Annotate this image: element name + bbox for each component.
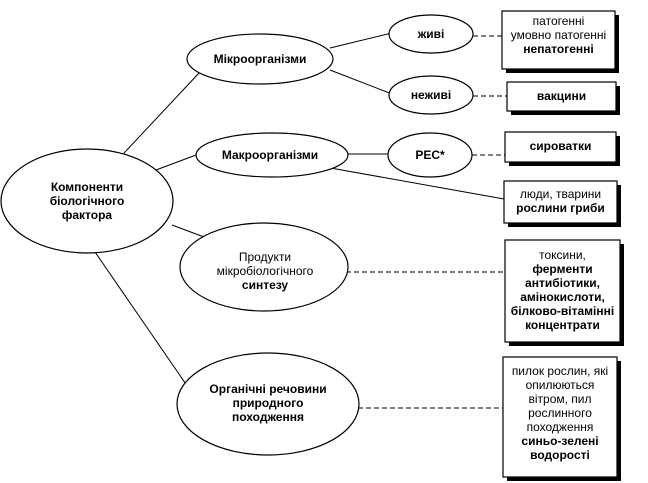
notalive-label: неживі bbox=[410, 88, 452, 102]
connector-micro-alive bbox=[329, 32, 393, 49]
notalive-box-text: вакцини bbox=[536, 89, 587, 103]
notalive-box bbox=[506, 81, 617, 112]
connector-center-micro bbox=[109, 71, 201, 169]
macro-label: Макроорганізми bbox=[221, 148, 319, 162]
res-box-text: сироватки bbox=[529, 139, 592, 153]
macro-box bbox=[503, 180, 618, 224]
alive-ellipse bbox=[388, 14, 474, 54]
connector-macro-box bbox=[324, 166, 505, 200]
res-ellipse bbox=[387, 132, 473, 178]
macro-box-text: люди, тварини рослини гриби bbox=[516, 187, 605, 215]
notalive-ellipse bbox=[388, 75, 474, 115]
organic-label: Органічні речовини природного походження bbox=[209, 382, 327, 424]
center-label: Компоненти біологічного фактора bbox=[49, 180, 125, 222]
organic-ellipse bbox=[176, 352, 360, 456]
synth-label: Продукти мікробіологічного синтезу bbox=[216, 250, 314, 292]
res-label: РЕС* bbox=[415, 148, 445, 162]
synth-ellipse bbox=[179, 222, 349, 312]
synth-box-text: токсини, ферменти антибіотики, амінокисл… bbox=[510, 248, 615, 332]
connector-center-organic bbox=[94, 251, 191, 391]
synth-box bbox=[504, 239, 621, 343]
center-ellipse bbox=[0, 148, 174, 254]
organic-box bbox=[502, 356, 618, 478]
res-box bbox=[504, 131, 617, 163]
connector-micro-notalive bbox=[329, 69, 393, 95]
micro-label: Мікроорганізми bbox=[213, 52, 307, 66]
organic-box-text: пилок рослин, які опилюються вітром, пил… bbox=[511, 364, 609, 462]
alive-box bbox=[501, 10, 616, 70]
micro-ellipse bbox=[186, 33, 334, 85]
macro-ellipse bbox=[195, 132, 349, 178]
alive-label: живі bbox=[417, 27, 445, 41]
alive-box-text: патогенні умовно патогенні непатогенні bbox=[510, 14, 607, 56]
